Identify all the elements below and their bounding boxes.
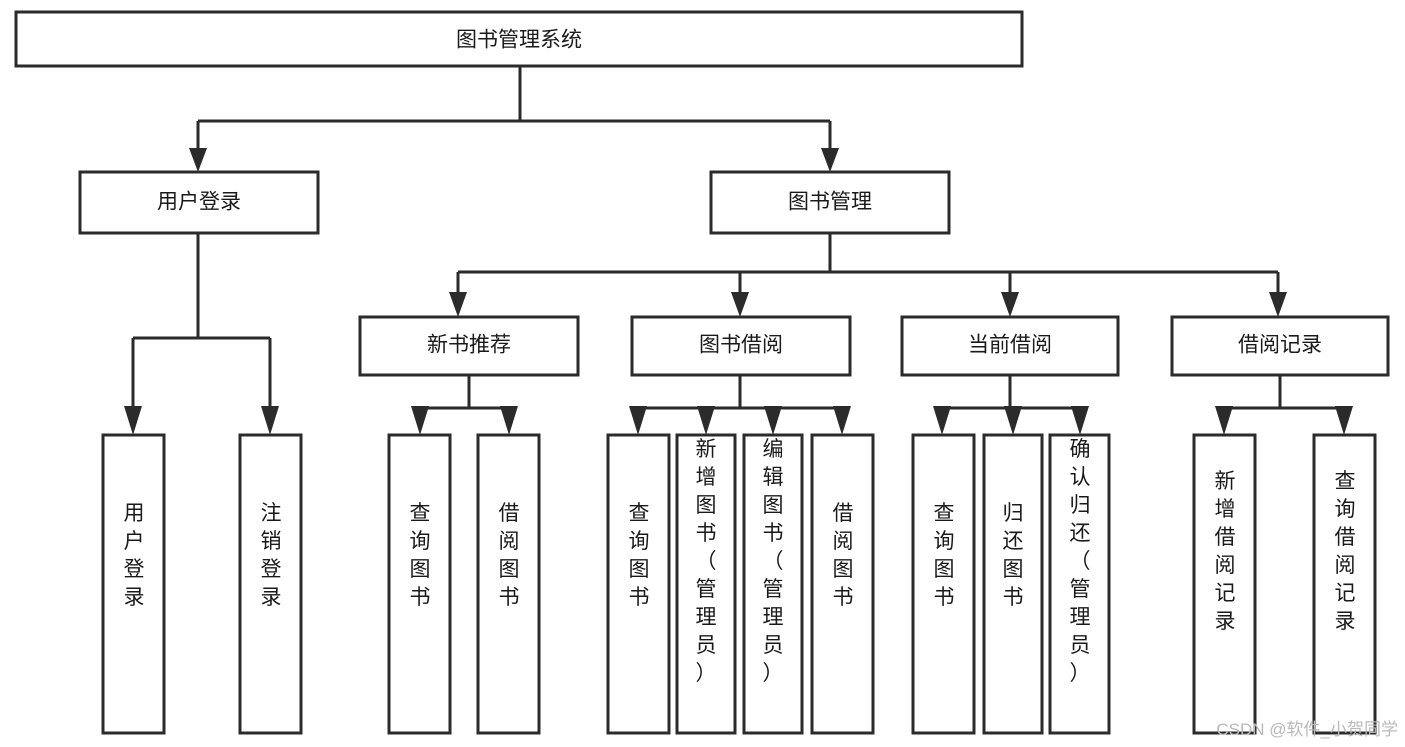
arrow-head-bookmgmt-child-1	[449, 292, 467, 317]
leaf-bookborrow-add-label: 新增图书（管理员）	[696, 438, 717, 685]
leaf-bookborrow-edit-label: 编辑图书（管理员）	[763, 438, 784, 685]
leaf-currentborrow-query-box[interactable]	[911, 433, 976, 735]
leaf-bookborrow-edit-box[interactable]	[742, 433, 804, 735]
leaf-newbook-query-label: 查询图书	[410, 502, 431, 609]
arrow-head-bookborrow-leaf-4	[833, 406, 851, 435]
arrow-head-newbook-leaf-1	[411, 406, 429, 435]
watermark-label: CSDN @软件_小贺同学	[1216, 720, 1398, 739]
leaf-user-login-login[interactable]: 用户登录	[101, 433, 166, 735]
arrow-head-userlogin-leaf-1	[124, 406, 142, 435]
node-new-book-recommend-box[interactable]	[358, 315, 580, 377]
leaf-borrowrecord-add[interactable]: 新增借阅记录	[1192, 433, 1257, 735]
node-borrow-record[interactable]: 借阅记录	[1170, 315, 1390, 377]
leaf-bookborrow-query[interactable]: 查询图书	[606, 433, 671, 735]
arrow-head-bookborrow-leaf-1	[629, 406, 647, 435]
arrow-head-currentborrow-leaf-3	[1071, 406, 1089, 435]
leaf-bookborrow-borrow[interactable]: 借阅图书	[810, 433, 875, 735]
leaf-bookborrow-add[interactable]: 新增图书（管理员）	[675, 433, 737, 735]
arrow-head-userlogin-leaf-2	[261, 406, 279, 435]
leaf-currentborrow-return[interactable]: 归还图书	[982, 433, 1044, 735]
leaf-newbook-borrow-label: 借阅图书	[499, 502, 520, 609]
node-root-box[interactable]	[14, 10, 1024, 68]
node-book-management-box[interactable]	[709, 170, 951, 235]
leaf-newbook-query-box[interactable]	[387, 433, 452, 735]
leaf-currentborrow-confirm[interactable]: 确认归还（管理员）	[1048, 433, 1111, 735]
node-book-management-label: 图书管理	[788, 191, 872, 214]
leaf-user-login-logout-label: 注销登录	[261, 502, 282, 609]
leaf-user-login-logout-box[interactable]	[238, 433, 303, 735]
leaf-bookborrow-query-label: 查询图书	[629, 502, 650, 609]
arrow-head-bookborrow-leaf-3	[764, 406, 782, 435]
arrow-head-bookmgmt-child-4	[1269, 292, 1287, 317]
leaf-bookborrow-borrow-label: 借阅图书	[833, 502, 854, 609]
leaf-borrowrecord-add-label: 新增借阅记录	[1215, 470, 1236, 633]
arrow-head-bookmgmt-child-2	[731, 292, 749, 317]
node-new-book-recommend[interactable]: 新书推荐	[358, 315, 580, 377]
leaf-borrowrecord-query-box[interactable]	[1312, 433, 1377, 735]
node-user-login[interactable]: 用户登录	[78, 170, 320, 235]
node-current-borrow-box[interactable]	[900, 315, 1120, 377]
node-borrow-record-label: 借阅记录	[1238, 334, 1322, 357]
leaf-bookborrow-borrow-box[interactable]	[810, 433, 875, 735]
leaf-bookborrow-edit[interactable]: 编辑图书（管理员）	[742, 433, 804, 735]
leaf-currentborrow-return-box[interactable]	[982, 433, 1044, 735]
leaf-bookborrow-query-box[interactable]	[606, 433, 671, 735]
arrow-head-borrowrecord-leaf-1	[1215, 406, 1233, 435]
leaf-currentborrow-query[interactable]: 查询图书	[911, 433, 976, 735]
node-book-borrow[interactable]: 图书借阅	[630, 315, 852, 377]
arrow-head-bookborrow-leaf-2	[697, 406, 715, 435]
leaf-user-login-login-box[interactable]	[101, 433, 166, 735]
node-new-book-recommend-label: 新书推荐	[427, 334, 511, 357]
leaf-user-login-login-label: 用户登录	[124, 502, 145, 609]
leaf-currentborrow-query-label: 查询图书	[934, 502, 955, 609]
arrow-head-root-to-book-mgmt	[821, 148, 839, 172]
node-borrow-record-box[interactable]	[1170, 315, 1390, 377]
leaf-user-login-logout[interactable]: 注销登录	[238, 433, 303, 735]
arrow-head-root-to-user-login	[189, 148, 207, 172]
arrow-head-currentborrow-leaf-2	[1004, 406, 1022, 435]
node-book-borrow-label: 图书借阅	[699, 334, 783, 357]
leaf-borrowrecord-query-label: 查询借阅记录	[1335, 470, 1356, 633]
leaf-newbook-borrow-box[interactable]	[476, 433, 541, 735]
leaf-newbook-borrow[interactable]: 借阅图书	[476, 433, 541, 735]
connector-layer	[124, 66, 1353, 435]
node-current-borrow[interactable]: 当前借阅	[900, 315, 1120, 377]
arrow-head-currentborrow-leaf-1	[933, 406, 951, 435]
leaf-newbook-query[interactable]: 查询图书	[387, 433, 452, 735]
arrow-head-borrowrecord-leaf-2	[1335, 406, 1353, 435]
node-user-login-box[interactable]	[78, 170, 320, 235]
leaf-currentborrow-confirm-label: 确认归还（管理员）	[1070, 438, 1091, 685]
node-root-label: 图书管理系统	[456, 29, 582, 52]
node-current-borrow-label: 当前借阅	[968, 334, 1052, 357]
node-book-borrow-box[interactable]	[630, 315, 852, 377]
node-user-login-label: 用户登录	[157, 191, 241, 214]
node-book-management[interactable]: 图书管理	[709, 170, 951, 235]
leaf-currentborrow-return-label: 归还图书	[1003, 502, 1024, 609]
leaf-borrowrecord-query[interactable]: 查询借阅记录	[1312, 433, 1377, 735]
arrow-head-newbook-leaf-2	[500, 406, 518, 435]
leaf-bookborrow-add-box[interactable]	[675, 433, 737, 735]
arrow-head-bookmgmt-child-3	[1001, 292, 1019, 317]
leaf-currentborrow-confirm-box[interactable]	[1048, 433, 1111, 735]
node-root-system[interactable]: 图书管理系统	[14, 10, 1024, 68]
leaf-borrowrecord-add-box[interactable]	[1192, 433, 1257, 735]
